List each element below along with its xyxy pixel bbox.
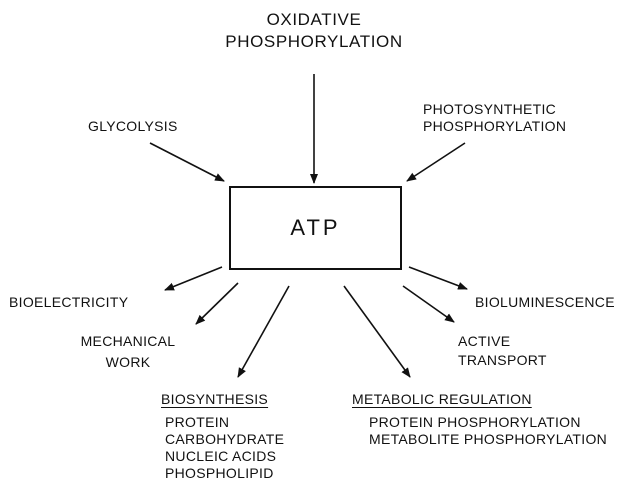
biosynthesis-item: NUCLEIC ACIDS: [165, 448, 277, 464]
biosynthesis-group: BIOSYNTHESIS PROTEIN CARBOHYDRATE NUCLEI…: [161, 391, 284, 482]
glycolysis-label: GLYCOLYSIS: [88, 118, 178, 134]
metabolic-regulation-item: PROTEIN PHOSPHORYLATION: [369, 414, 581, 430]
biosynthesis-item: PROTEIN: [165, 414, 230, 430]
biosynthesis-item: CARBOHYDRATE: [165, 431, 285, 447]
photosynthetic-phosphorylation-label: PHOTOSYNTHETIC PHOSPHORYLATION: [423, 101, 567, 134]
arrow-glycolysis-to-atp: [149, 142, 225, 182]
bioelectricity-label: BIOELECTRICITY: [9, 294, 129, 310]
metabolic-regulation-item: METABOLITE PHOSPHORYLATION: [369, 431, 608, 447]
atp-box: ATP: [229, 186, 402, 270]
active-transport-label: ACTIVE TRANSPORT: [458, 333, 547, 368]
atp-label: ATP: [290, 215, 341, 240]
metabolic-regulation-title: METABOLIC REGULATION: [352, 391, 532, 407]
metabolic-regulation-group: METABOLIC REGULATION PROTEIN PHOSPHORYLA…: [352, 391, 607, 448]
arrow-atp-to-bioluminescence: [408, 266, 468, 290]
arrow-atp-to-biosynthesis: [237, 285, 290, 378]
arrow-atp-to-bioelectricity: [164, 266, 223, 291]
biosynthesis-item: PHOSPHOLIPID: [165, 465, 274, 481]
arrow-atp-to-mechanical-work: [195, 282, 239, 325]
biosynthesis-title: BIOSYNTHESIS: [161, 391, 269, 407]
arrow-atp-to-active-transport: [402, 285, 455, 323]
bioluminescence-label: BIOLUMINESCENCE: [475, 294, 615, 310]
arrow-atp-to-metabolic-regulation: [343, 285, 411, 378]
oxidative-phosphorylation-label: OXIDATIVE PHOSPHORYLATION: [225, 10, 403, 51]
arrow-photosynthetic-to-atp: [406, 142, 466, 182]
mechanical-work-label: MECHANICAL WORK: [80, 333, 176, 370]
